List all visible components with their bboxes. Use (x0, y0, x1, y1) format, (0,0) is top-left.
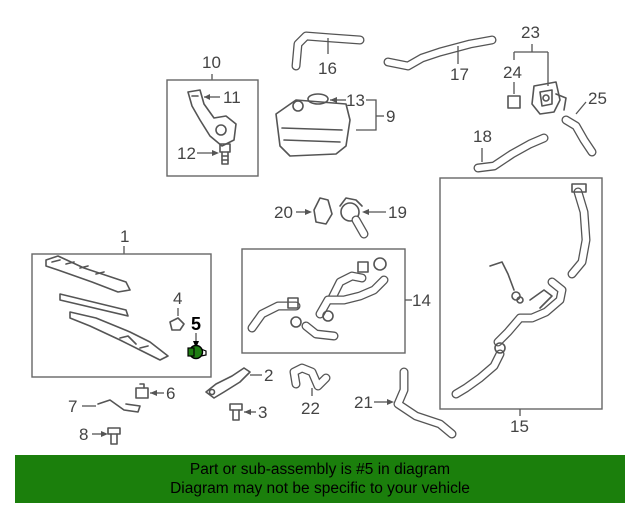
callout-17: 17 (450, 65, 469, 84)
part-6-clip (135, 383, 149, 399)
arrow-21 (387, 399, 394, 405)
part-25-fitting (561, 115, 597, 157)
part-19-thermostat (339, 197, 369, 239)
part-3-bolt (229, 403, 243, 421)
box-10 (166, 79, 259, 177)
callout-13: 13 (346, 91, 365, 110)
part-24-gasket (507, 95, 521, 109)
part-15-hoses (451, 183, 591, 399)
arrow-11 (204, 94, 210, 100)
part-17-pipe (383, 35, 497, 71)
part-13-cap (307, 93, 329, 105)
callout-9: 9 (386, 107, 395, 126)
part-23-housing (531, 81, 567, 115)
part-20-gasket (313, 197, 333, 225)
part-12-bolt (219, 143, 231, 165)
box-1 (31, 253, 212, 378)
callout-8: 8 (79, 425, 88, 444)
arrow-19 (362, 209, 369, 215)
part-5-highlighted (187, 344, 207, 360)
callout-23: 23 (521, 23, 540, 42)
callout-18: 18 (473, 127, 492, 146)
info-banner: Part or sub-assembly is #5 in diagram Di… (15, 455, 625, 503)
part-8-bolt (107, 427, 121, 445)
callout-4: 4 (173, 289, 182, 308)
callout-1: 1 (120, 227, 129, 246)
part-2-bracket (205, 367, 251, 399)
callout-10: 10 (202, 53, 221, 72)
arrow-13 (330, 97, 337, 103)
box-14 (241, 248, 406, 354)
part-7-bracket (97, 399, 141, 413)
callout-25: 25 (588, 89, 607, 108)
part-16-pipe (291, 31, 365, 71)
arrow-6 (150, 390, 157, 396)
part-21-pipe (393, 367, 457, 439)
part-22-pipe (289, 363, 331, 391)
leader-25 (575, 101, 587, 115)
banner-line-1: Part or sub-assembly is #5 in diagram (189, 461, 451, 478)
arrow-12 (212, 150, 219, 156)
part-14-hoses (247, 257, 389, 341)
callout-22: 22 (301, 399, 320, 418)
callout-24: 24 (503, 63, 522, 82)
leader-9 (356, 99, 377, 131)
part-11-bracket (187, 89, 237, 147)
callout-5: 5 (191, 314, 201, 334)
callout-20: 20 (274, 203, 293, 222)
callout-6: 6 (166, 384, 175, 403)
callout-21: 21 (354, 393, 373, 412)
callout-7: 7 (68, 397, 77, 416)
callout-11: 11 (223, 88, 241, 107)
callout-14: 14 (412, 291, 431, 310)
part-4-clip (169, 317, 185, 331)
part-1-support (45, 255, 169, 361)
box-15 (439, 177, 603, 410)
callout-2: 2 (264, 366, 273, 385)
banner-line-2: Diagram may not be specific to your vehi… (170, 480, 470, 497)
callout-3: 3 (258, 403, 267, 422)
arrow-3 (244, 409, 251, 415)
callout-15: 15 (510, 417, 529, 436)
parts-diagram: 16 17 23 24 25 18 10 11 (31, 23, 607, 445)
callout-19: 19 (388, 203, 407, 222)
arrow-5 (193, 341, 199, 348)
part-9-reservoir (275, 99, 351, 157)
callout-16: 16 (318, 59, 337, 78)
arrow-20 (305, 209, 312, 215)
callout-12: 12 (177, 144, 196, 163)
part-18-hose (473, 133, 549, 173)
arrow-8 (101, 431, 108, 437)
leader-23 (513, 44, 549, 86)
